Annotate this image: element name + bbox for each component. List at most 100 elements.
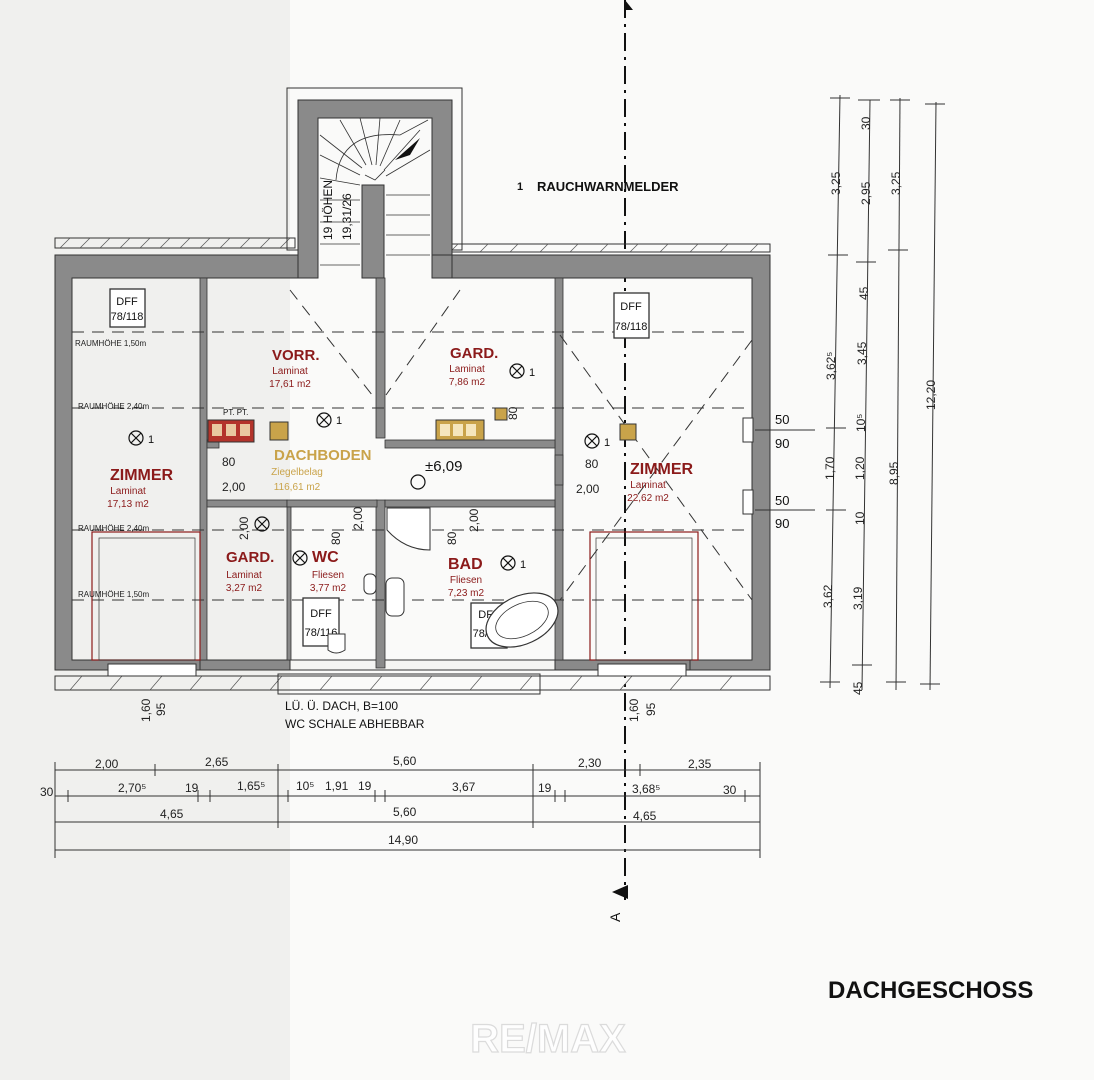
svg-text:10: 10 <box>853 511 867 525</box>
detector-mark-5: 1 <box>520 559 526 571</box>
bathtub-inner <box>495 600 549 640</box>
vertical-dim-col-1: 3,25 3,62⁵ 1,70 3,62 <box>821 171 843 608</box>
room-height-1: RAUMHÖHE 1,50m <box>75 339 146 348</box>
sink-bad <box>385 577 405 617</box>
svg-text:3,77 m2: 3,77 m2 <box>310 583 347 594</box>
door-dim-8: 2,00 <box>351 506 365 530</box>
svg-text:GARD.: GARD. <box>450 345 498 362</box>
eaves-top-right <box>439 243 771 253</box>
win-dim-left-95: 95 <box>154 702 168 716</box>
roof-hatch-marker <box>277 673 541 695</box>
svg-text:45: 45 <box>851 681 865 695</box>
paper-left-sheet <box>0 0 290 1080</box>
svg-text:DACHBODEN: DACHBODEN <box>274 447 372 464</box>
section-mark: A <box>607 912 623 922</box>
door-dim-6: 2,00 <box>237 516 251 540</box>
svg-text:BAD: BAD <box>448 556 483 573</box>
shower <box>386 507 431 551</box>
bottom-dim-lines <box>54 762 761 858</box>
tech-box-gold-3 <box>619 423 637 441</box>
room-wc: WC Fliesen 3,77 m2 <box>310 549 347 594</box>
svg-text:Laminat: Laminat <box>110 486 146 497</box>
win-dim-right-95: 95 <box>644 702 658 716</box>
sink-wc <box>363 573 377 595</box>
svg-text:78/118: 78/118 <box>111 311 144 323</box>
room-bad: BAD Fliesen 7,23 m2 <box>448 556 485 599</box>
bottom-dim-row-1: 2,00 2,65 5,60 2,30 2,35 <box>95 754 712 771</box>
door-dim-10: 2,00 <box>467 508 481 532</box>
vertical-dim-col-4: 12,20 <box>924 380 938 410</box>
svg-text:DFF: DFF <box>116 296 138 308</box>
stair-treads <box>319 117 431 266</box>
note-wc: WC SCHALE ABHEBBAR <box>285 717 425 731</box>
tech-unit-right <box>435 419 485 441</box>
svg-text:4,65: 4,65 <box>160 807 184 821</box>
room-height-4: RAUMHÖHE 1,50m <box>78 590 149 599</box>
svg-text:8,95: 8,95 <box>887 461 901 485</box>
svg-text:DFF: DFF <box>310 608 332 620</box>
svg-text:5,60: 5,60 <box>393 805 417 819</box>
plan-title: DACHGESCHOSS <box>828 977 1033 1004</box>
dormer-right-inner <box>595 537 693 661</box>
svg-text:30: 30 <box>723 783 737 797</box>
tech-unit-pt: PT. PT. <box>207 408 255 443</box>
svg-text:2,70⁵: 2,70⁵ <box>118 781 146 795</box>
svg-text:7,86 m2: 7,86 m2 <box>449 377 486 388</box>
svg-text:ZIMMER: ZIMMER <box>630 461 694 478</box>
stair-arrow <box>395 138 420 160</box>
svg-text:10⁵: 10⁵ <box>296 779 314 793</box>
side-dim-90-a: 90 <box>775 436 789 451</box>
section-arrow-top <box>625 0 633 10</box>
svg-text:DFF: DFF <box>620 301 642 313</box>
svg-text:ZIMMER: ZIMMER <box>110 467 174 484</box>
svg-text:3,25: 3,25 <box>889 171 903 195</box>
side-dim-50-b: 50 <box>775 493 789 508</box>
svg-text:VORR.: VORR. <box>272 347 320 364</box>
stair-label-1: 19 HÖHEN <box>321 180 335 240</box>
svg-text:3,19: 3,19 <box>851 586 865 610</box>
outer-wall-bottom-mid <box>287 659 559 671</box>
door-dim-4: 2,00 <box>576 482 600 496</box>
svg-text:17,13 m2: 17,13 m2 <box>107 499 149 510</box>
svg-text:7,23 m2: 7,23 m2 <box>448 588 485 599</box>
section-arrow-bottom <box>612 885 628 899</box>
room-zimmer-right: ZIMMER Laminat 22,62 m2 <box>627 461 693 504</box>
door-dim-2: 2,00 <box>222 480 246 494</box>
svg-text:3,68⁵: 3,68⁵ <box>632 782 660 796</box>
vertical-dim-col-3: 3,25 8,95 <box>887 171 903 485</box>
wc-toilet <box>327 633 346 654</box>
svg-text:Laminat: Laminat <box>449 364 485 375</box>
dormer-right <box>589 531 699 661</box>
room-dachboden: DACHBODEN Ziegelbelag 116,61 m2 <box>271 447 371 493</box>
svg-text:WC: WC <box>312 549 339 566</box>
stair-label-2: 19,31/26 <box>340 193 354 240</box>
svg-text:Fliesen: Fliesen <box>450 575 482 586</box>
svg-text:5,60: 5,60 <box>393 754 417 768</box>
win-dim-right-160: 1,60 <box>627 698 641 722</box>
room-height-2: RAUMHÖHE 2,40m <box>78 402 149 411</box>
stair-core <box>361 184 385 279</box>
bottom-dim-row-3: 4,65 5,60 4,65 <box>160 805 657 823</box>
svg-text:2,65: 2,65 <box>205 755 229 769</box>
svg-text:78/118: 78/118 <box>615 321 648 333</box>
svg-text:Laminat: Laminat <box>226 570 262 581</box>
svg-text:3,45: 3,45 <box>855 341 869 365</box>
svg-text:19: 19 <box>538 781 552 795</box>
svg-text:Laminat: Laminat <box>630 480 666 491</box>
side-dim-90-b: 90 <box>775 516 789 531</box>
legend-label: RAUCHWARNMELDER <box>537 179 679 194</box>
room-height-3: RAUMHÖHE 2,40m <box>78 524 149 533</box>
door-dim-5: 80 <box>506 406 520 420</box>
eaves-hatch <box>59 237 759 691</box>
svg-text:3,27 m2: 3,27 m2 <box>226 583 263 594</box>
svg-text:30: 30 <box>40 785 54 799</box>
room-vorr: VORR. Laminat 17,61 m2 <box>269 347 319 390</box>
level-mark: ±6,09 <box>425 458 462 475</box>
stair-tower-wall <box>297 99 453 279</box>
door-dim-1: 80 <box>222 455 236 469</box>
svg-text:Ziegelbelag: Ziegelbelag <box>271 467 323 478</box>
door-dim-9: 80 <box>445 531 459 545</box>
tech-box-gold-1 <box>269 421 289 441</box>
svg-text:19: 19 <box>185 781 199 795</box>
eaves-bottom <box>54 675 771 691</box>
